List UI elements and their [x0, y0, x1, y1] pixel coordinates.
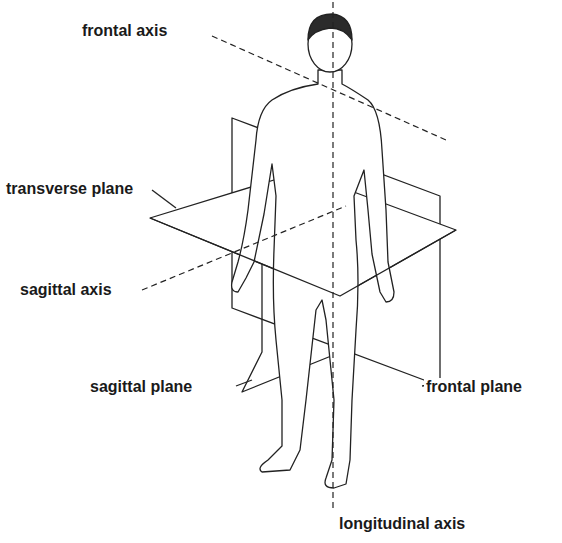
- frontal-axis: [212, 36, 446, 140]
- longitudinal-axis: [332, 2, 333, 512]
- human-figure: [232, 16, 394, 488]
- hair: [308, 14, 352, 40]
- plane-axis-label: frontal plane: [424, 378, 524, 396]
- plane-axis-label: transverse plane: [4, 180, 135, 198]
- plane-axis-label: sagittal plane: [88, 378, 194, 396]
- sagittal-axis: [142, 206, 346, 290]
- leader-line: [236, 380, 252, 386]
- plane-axis-label: longitudinal axis: [337, 515, 467, 533]
- leader-line: [152, 190, 176, 208]
- plane-axis-label: sagittal axis: [18, 281, 114, 299]
- transverse-plane-edge: [150, 218, 456, 296]
- plane-axis-label: frontal axis: [80, 22, 169, 40]
